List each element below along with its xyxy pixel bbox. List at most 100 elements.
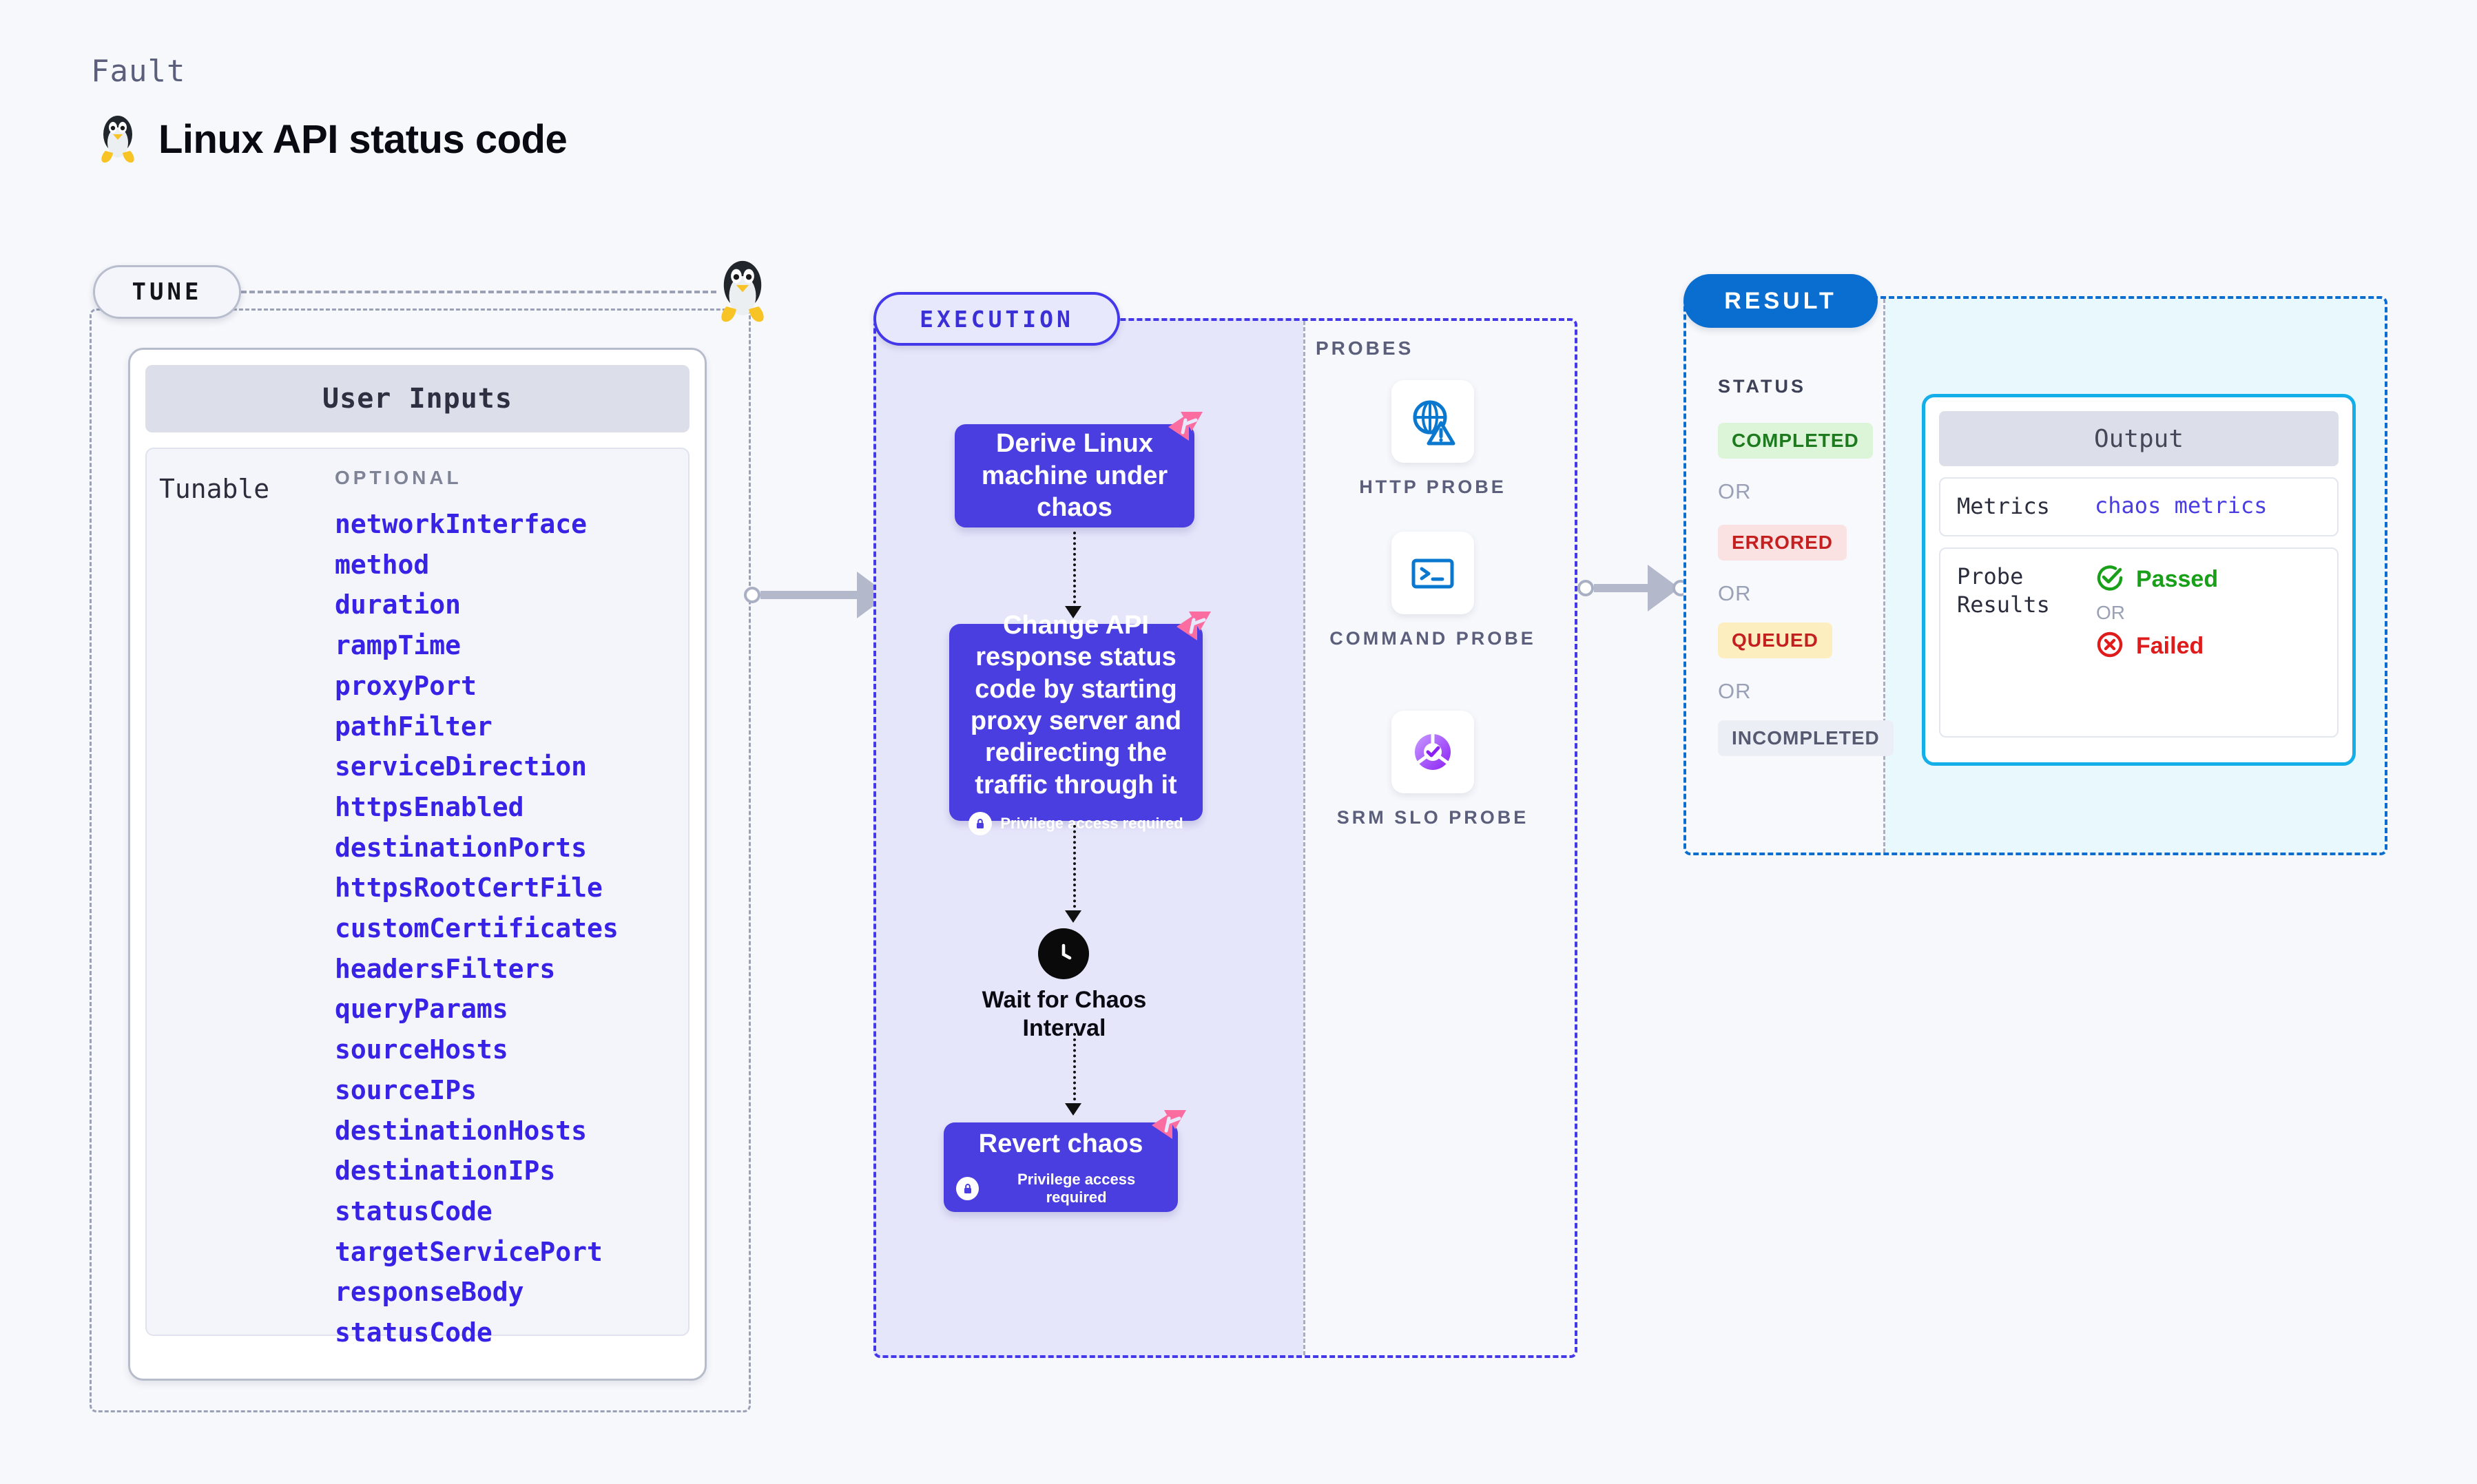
- linux-penguin-icon-small: [713, 258, 775, 327]
- tune-stage-container: [90, 309, 751, 1412]
- execution-step-revert[interactable]: Revert chaos Privilege access required: [944, 1110, 1186, 1212]
- execution-step-change-status[interactable]: Change API response status code by start…: [949, 611, 1211, 836]
- parameter-list: OPTIONAL networkInterface method duratio…: [335, 467, 676, 1348]
- param-statusCode[interactable]: statusCode: [335, 1195, 493, 1226]
- privilege-notice-label: Privilege access required: [1000, 815, 1183, 833]
- param-targetServicePort[interactable]: targetServicePort: [335, 1236, 603, 1267]
- privilege-notice: Privilege access required: [956, 1171, 1165, 1206]
- param-serviceDirection[interactable]: serviceDirection: [335, 751, 588, 782]
- chaos-corner-icon: [1164, 409, 1205, 449]
- metrics-label: Metrics: [1957, 493, 2050, 519]
- param-destinationIPs[interactable]: destinationIPs: [335, 1156, 556, 1187]
- probe-http[interactable]: HTTP PROBE: [1329, 380, 1536, 499]
- connector-line: [760, 591, 857, 599]
- page-title-row: Linux API status code: [96, 114, 568, 165]
- flow-arrow-2: [1073, 825, 1076, 913]
- probe-result-or: OR: [2096, 601, 2125, 623]
- output-row-metrics: Metrics chaos metrics: [1939, 477, 2339, 536]
- probe-srm-slo-label: SRM SLO PROBE: [1336, 807, 1529, 828]
- param-method[interactable]: method: [335, 549, 430, 580]
- linux-penguin-icon: [96, 114, 139, 165]
- flow-arrow-3: [1073, 1033, 1076, 1106]
- execution-stage-pill[interactable]: EXECUTION: [873, 292, 1120, 346]
- execution-step-revert-label: Revert chaos: [978, 1129, 1143, 1158]
- tunable-group-label: Tunable: [159, 474, 270, 504]
- execution-stage-container: [873, 318, 1577, 1358]
- param-httpsRootCertFile[interactable]: httpsRootCertFile: [335, 872, 603, 903]
- metrics-value[interactable]: chaos metrics: [2095, 492, 2268, 519]
- param-statusCode-2[interactable]: statusCode: [335, 1317, 493, 1348]
- probes-section-title: PROBES: [1316, 337, 1414, 359]
- param-networkInterface[interactable]: networkInterface: [335, 509, 588, 539]
- clock-icon: [1038, 928, 1089, 979]
- privilege-notice: Privilege access required: [968, 812, 1183, 836]
- status-or-1: OR: [1718, 479, 1752, 503]
- probe-result-failed: Failed: [2095, 629, 2218, 663]
- check-circle-icon: [2095, 563, 2125, 596]
- user-inputs-card: User Inputs Tunable OPTIONAL networkInte…: [128, 348, 707, 1381]
- tune-connector-line: [241, 291, 716, 293]
- flow-arrow-3-head: [1065, 1103, 1081, 1116]
- user-inputs-body: Tunable OPTIONAL networkInterface method…: [145, 448, 690, 1348]
- param-customCertificates[interactable]: customCertificates: [335, 913, 619, 944]
- result-status-background: [1683, 296, 1883, 855]
- status-badge-errored: ERRORED: [1718, 525, 1847, 561]
- output-title: Output: [1939, 411, 2339, 466]
- result-stage-pill[interactable]: RESULT: [1683, 274, 1878, 328]
- chaos-corner-icon: [1172, 609, 1214, 649]
- user-inputs-title: User Inputs: [145, 365, 690, 432]
- flow-arrow-1-head: [1065, 606, 1081, 618]
- optional-label: OPTIONAL: [335, 467, 462, 488]
- status-badge-completed: COMPLETED: [1718, 423, 1873, 459]
- execution-step-change-status-label: Change API response status code by start…: [970, 610, 1182, 800]
- param-rampTime[interactable]: rampTime: [335, 630, 462, 661]
- flow-arrow-1: [1073, 532, 1076, 609]
- param-pathFilter[interactable]: pathFilter: [335, 711, 493, 742]
- output-card: Output Metrics chaos metrics Probe Resul…: [1922, 394, 2356, 766]
- page-title: Linux API status code: [158, 116, 568, 162]
- param-duration[interactable]: duration: [335, 589, 462, 620]
- probe-command[interactable]: COMMAND PROBE: [1329, 532, 1536, 651]
- param-headersFilters[interactable]: headersFilters: [335, 953, 556, 984]
- terminal-icon: [1391, 532, 1474, 614]
- param-httpsEnabled[interactable]: httpsEnabled: [335, 791, 524, 822]
- probe-http-label: HTTP PROBE: [1359, 477, 1506, 497]
- wait-for-chaos-interval-label: Wait for Chaos Interval: [982, 987, 1147, 1042]
- probe-srm-slo[interactable]: SRM SLO PROBE: [1329, 711, 1536, 830]
- status-or-2: OR: [1718, 581, 1752, 605]
- param-queryParams[interactable]: queryParams: [335, 994, 508, 1025]
- tune-stage-pill[interactable]: TUNE: [93, 265, 241, 319]
- result-stage-container: [1683, 296, 2387, 855]
- execution-step-derive[interactable]: Derive Linux machine under chaos: [955, 412, 1203, 527]
- slo-check-icon: [1391, 711, 1474, 793]
- probe-result-passed: Passed: [2095, 563, 2218, 596]
- result-inner-divider: [1883, 299, 1885, 853]
- lock-icon: [968, 812, 993, 836]
- lock-icon: [956, 1177, 980, 1201]
- connector-execution-to-result: [1577, 565, 1689, 612]
- param-sourceIPs[interactable]: sourceIPs: [335, 1074, 477, 1105]
- probe-command-label: COMMAND PROBE: [1329, 628, 1536, 649]
- probe-results-values: Passed OR Failed: [2095, 563, 2218, 663]
- status-badge-queued: QUEUED: [1718, 623, 1832, 658]
- param-responseBody[interactable]: responseBody: [335, 1277, 524, 1308]
- probe-result-passed-label: Passed: [2136, 565, 2219, 592]
- connector-start-dot: [1577, 580, 1594, 596]
- status-badge-incompleted: INCOMPLETED: [1718, 720, 1894, 756]
- status-or-3: OR: [1718, 679, 1752, 703]
- flow-arrow-2-head: [1065, 910, 1081, 923]
- execution-step-derive-label: Derive Linux machine under chaos: [981, 429, 1168, 523]
- x-circle-icon: [2095, 629, 2125, 663]
- output-row-probe-results: Probe Results Passed OR: [1939, 547, 2339, 738]
- status-section-title: STATUS: [1718, 376, 1806, 397]
- connector-line: [1594, 584, 1648, 592]
- param-destinationHosts[interactable]: destinationHosts: [335, 1115, 588, 1146]
- param-destinationPorts[interactable]: destinationPorts: [335, 832, 588, 863]
- fault-kicker: Fault: [91, 54, 186, 89]
- connector-start-dot: [744, 587, 760, 603]
- param-sourceHosts[interactable]: sourceHosts: [335, 1034, 508, 1065]
- chaos-corner-icon: [1148, 1107, 1189, 1147]
- probe-result-failed-label: Failed: [2136, 632, 2204, 659]
- param-proxyPort[interactable]: proxyPort: [335, 670, 477, 701]
